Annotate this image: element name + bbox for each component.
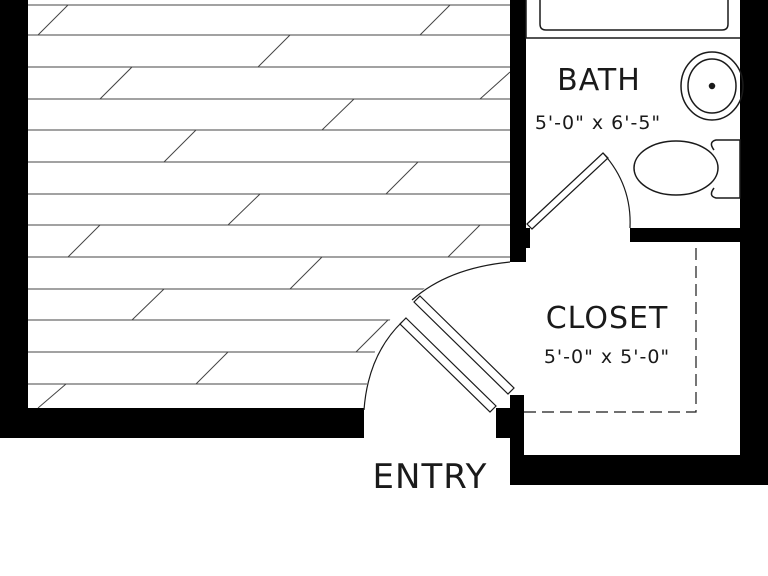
sink-icon xyxy=(680,51,744,121)
closet-shelf-line xyxy=(524,242,697,413)
closet-label: CLOSET xyxy=(546,301,669,336)
bottom-wall-left xyxy=(0,408,364,438)
bath-left-wall xyxy=(510,0,526,262)
toilet-icon xyxy=(633,139,741,199)
wood-floor-pattern xyxy=(28,4,510,408)
bath-label: BATH xyxy=(557,63,641,98)
closet-door xyxy=(411,261,515,395)
left-wall xyxy=(0,0,28,438)
bath-door-jamb xyxy=(510,228,530,248)
bath-partition-wall xyxy=(630,228,768,242)
closet-bottom-wall xyxy=(510,455,768,485)
bath-door xyxy=(526,152,631,230)
bathtub xyxy=(525,0,740,39)
walls xyxy=(0,0,768,485)
closet-dimensions: 5'-0" x 5'-0" xyxy=(544,346,670,368)
entry-label: ENTRY xyxy=(373,457,488,497)
entry-door xyxy=(363,317,497,413)
closet-right-wall xyxy=(740,0,768,485)
closet-door-jamb xyxy=(496,408,524,438)
bath-dimensions: 5'-0" x 6'-5" xyxy=(535,112,661,134)
